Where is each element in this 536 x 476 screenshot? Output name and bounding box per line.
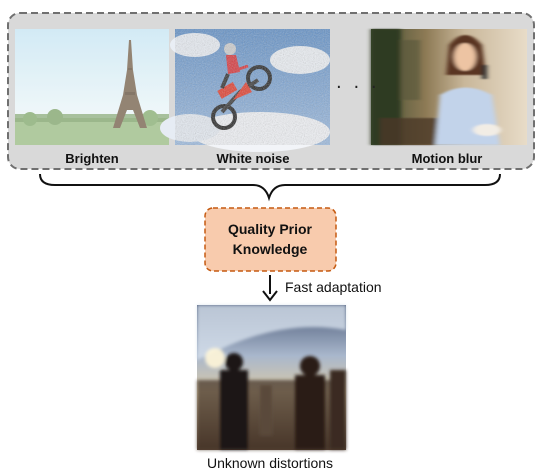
- ellipsis: · · ·: [336, 77, 380, 98]
- knowledge-label: Knowledge: [233, 241, 308, 257]
- brighten-image: [15, 29, 169, 145]
- white-noise-label: White noise: [217, 151, 290, 166]
- motion-blur-label: Motion blur: [412, 151, 483, 166]
- quality-prior-box: [204, 207, 337, 272]
- unknown-distortion-image: [197, 305, 346, 450]
- adaptation-arrow-head: [262, 290, 278, 302]
- grouping-brace: [39, 173, 501, 202]
- unknown-distortions-label: Unknown distortions: [207, 455, 333, 471]
- quality-prior-label: Quality Prior: [228, 221, 313, 237]
- fast-adaptation-label: Fast adaptation: [285, 279, 382, 295]
- brighten-label: Brighten: [65, 151, 119, 166]
- white-noise-image: [160, 29, 330, 152]
- motion-blur-image: [371, 29, 527, 145]
